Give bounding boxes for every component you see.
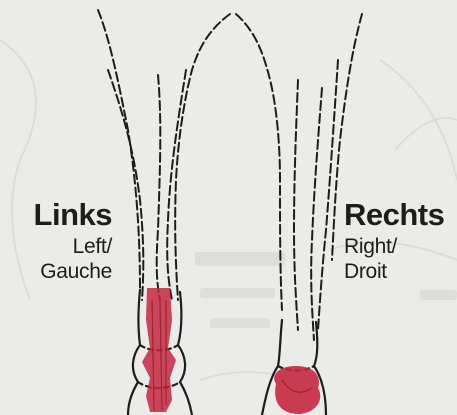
right-leg-label: Rechts Right/ Droit: [344, 199, 456, 284]
left-leg-outline: [98, 10, 230, 300]
right-french: Droit: [344, 259, 456, 284]
right-title: Rechts: [344, 199, 456, 230]
right-leg-outline: [236, 14, 362, 340]
left-marking: [142, 288, 176, 412]
left-title: Links: [10, 199, 112, 230]
right-marking: [274, 366, 320, 414]
left-english: Left/: [10, 234, 112, 259]
right-english: Right/: [344, 234, 456, 259]
left-french: Gauche: [10, 259, 112, 284]
left-leg-label: Links Left/ Gauche: [10, 199, 112, 284]
